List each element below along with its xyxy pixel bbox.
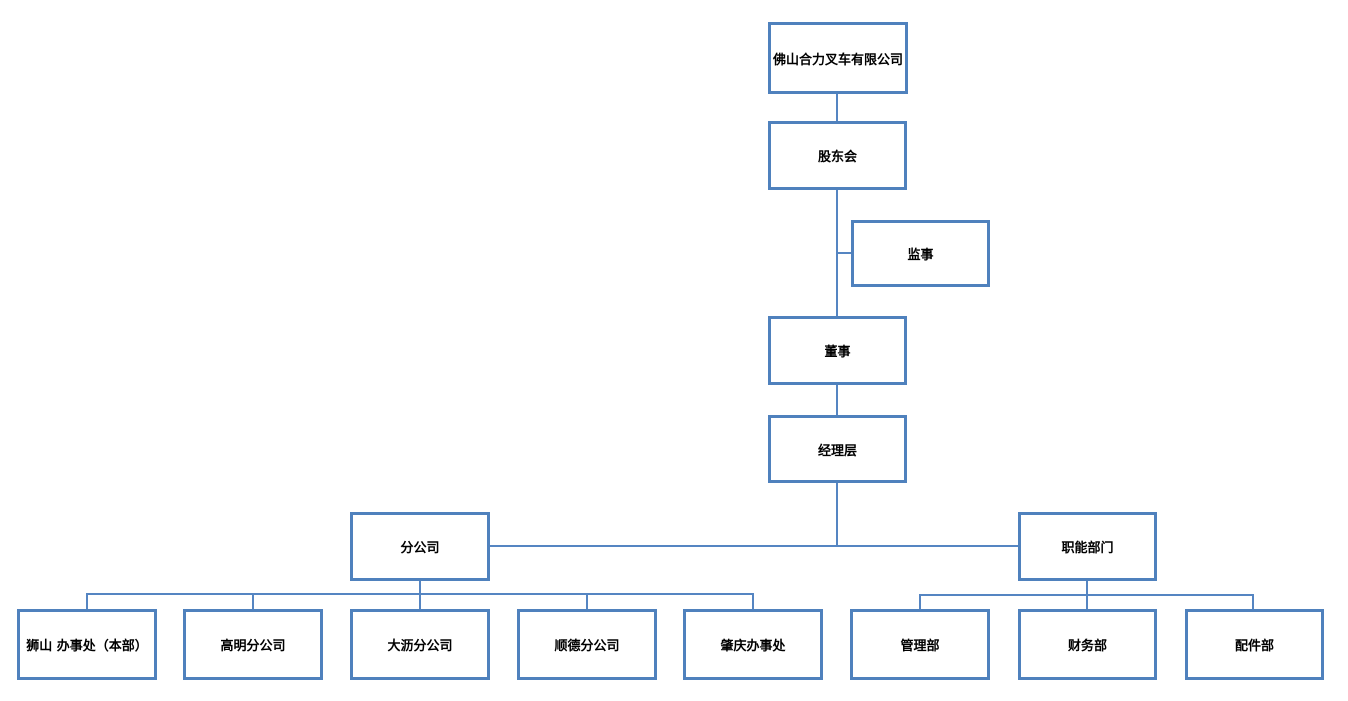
connector-stub-gaoming [252, 593, 254, 609]
connector-branches-functional-bar [490, 545, 1018, 547]
connector-stub-admin [919, 594, 921, 609]
node-director: 董事 [768, 316, 907, 385]
node-shishan: 狮山 办事处（本部） [17, 609, 157, 680]
node-admin-dept: 管理部 [850, 609, 990, 680]
connector-company-shareholders [836, 94, 838, 121]
node-shareholders: 股东会 [768, 121, 907, 190]
node-dali: 大沥分公司 [350, 609, 490, 680]
node-finance-dept: 财务部 [1018, 609, 1157, 680]
node-supervisor: 监事 [851, 220, 990, 287]
connector-director-management [836, 385, 838, 415]
connector-shareholders-supervisor [836, 252, 851, 254]
node-gaoming: 高明分公司 [183, 609, 323, 680]
connector-functional-riser [1086, 581, 1088, 595]
node-zhaoqing: 肇庆办事处 [683, 609, 823, 680]
connector-stub-shunde [586, 593, 588, 609]
connector-stub-zhaoqing [752, 593, 754, 609]
node-management: 经理层 [768, 415, 907, 483]
node-company: 佛山合力叉车有限公司 [768, 22, 908, 94]
connector-stub-parts [1252, 594, 1254, 609]
connector-stub-finance [1086, 594, 1088, 609]
node-functional: 职能部门 [1018, 512, 1157, 581]
connector-management-riser [836, 483, 838, 546]
connector-branches-riser [419, 581, 421, 594]
node-branches: 分公司 [350, 512, 490, 581]
connector-stub-dali [419, 593, 421, 609]
connector-stub-shishan [86, 593, 88, 609]
node-shunde: 顺德分公司 [517, 609, 657, 680]
node-parts-dept: 配件部 [1185, 609, 1324, 680]
